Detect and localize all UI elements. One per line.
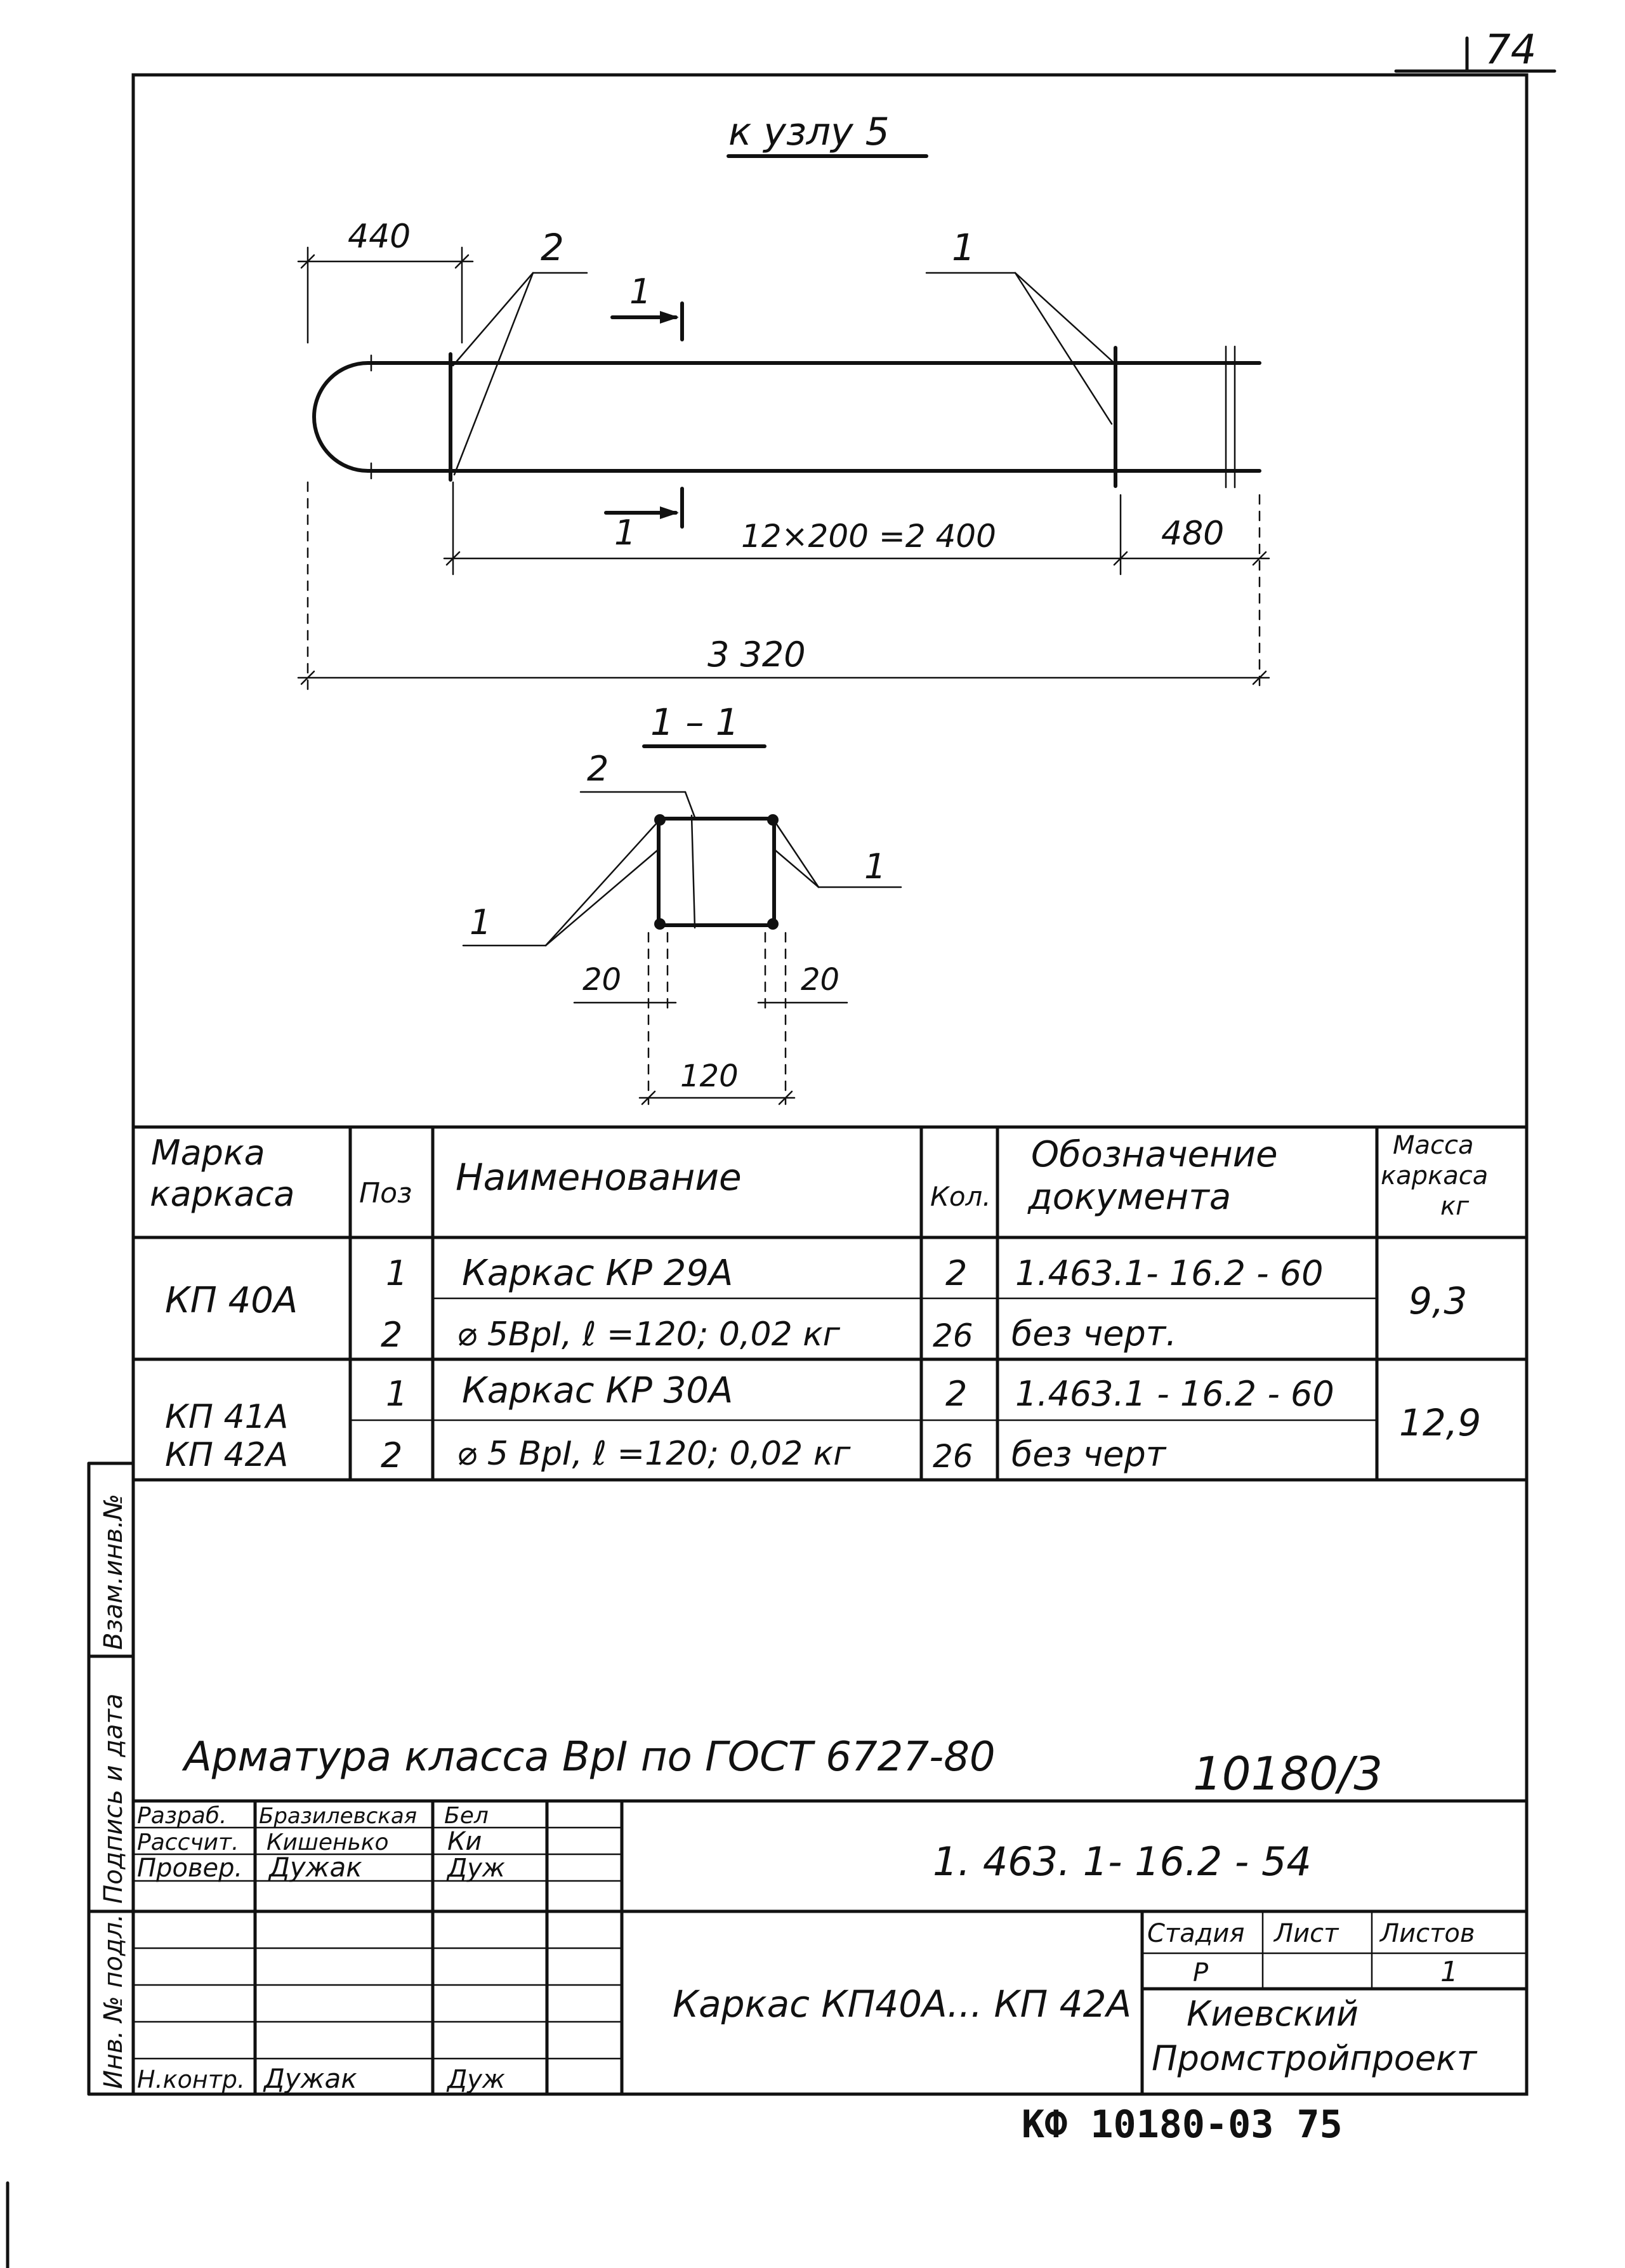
role-3: Провер. [137, 1854, 242, 1883]
title-block: Разраб. Рассчит. Провер. Бразилевская Ки… [131, 1799, 1529, 2096]
cage-plan-view: к узлу 5 2 1 1 1 [297, 110, 1270, 693]
left-strip: Взам.инв.№ Подпись и дата Инв. № подл. [87, 1461, 135, 2096]
sign-2: Ки [447, 1827, 482, 1856]
sheets-label: Листов [1379, 1919, 1475, 1948]
section-1-1: 1 – 1 2 1 1 20 20 120 [462, 701, 902, 1105]
name-2: Кишенько [266, 1830, 389, 1856]
footer-stamp: КФ 10180-03 75 [1022, 2102, 1343, 2147]
stage-label: Стадия [1147, 1919, 1244, 1948]
group1-row1-name: Каркас КР 29А [462, 1253, 733, 1294]
sheet-number-box: 74 [1394, 27, 1556, 74]
header-pos: Поз [359, 1177, 412, 1210]
spec-table: Марка каркаса Поз Наименование Кол. Обоз… [131, 1125, 1529, 1482]
group1-mark: КП 40А [165, 1280, 298, 1321]
group2-row2-pos: 2 [381, 1435, 402, 1475]
section-dim-120: 120 [680, 1058, 739, 1094]
dim-12x200: 12×200 =2 400 [741, 518, 996, 555]
section-dim-20-right: 20 [801, 962, 839, 998]
strip-inv: Инв. № подл. [99, 1914, 128, 2089]
group2-mark-2: КП 42А [165, 1436, 288, 1474]
header-mass-1: Масса [1393, 1131, 1474, 1160]
nkontr-sign: Дуж [446, 2065, 505, 2094]
section-dim-20-left: 20 [582, 962, 621, 998]
group2-row1-pos: 1 [386, 1374, 407, 1414]
name-1: Бразилевская [259, 1803, 417, 1829]
group2-row1-qty: 2 [945, 1374, 967, 1414]
header-qty: Кол. [930, 1181, 991, 1212]
dim-3320: 3 320 [707, 635, 806, 675]
dim-440: 440 [348, 218, 411, 256]
header-doc-2: документа [1027, 1177, 1231, 1218]
group2-mass: 12,9 [1399, 1401, 1481, 1444]
org-line-2: Промстройпроект [1152, 2038, 1478, 2078]
group1-row1-pos: 1 [386, 1253, 407, 1293]
group1-row2-name: ⌀ 5ВрI, ℓ =120; 0,02 кг [457, 1315, 841, 1354]
group1-row1-qty: 2 [945, 1253, 967, 1293]
role-1: Разраб. [137, 1803, 227, 1829]
name-3: Дужак [268, 1852, 362, 1883]
section-callout-1-right: 1 [864, 847, 886, 887]
stage-value: Р [1193, 1958, 1209, 1988]
section-callout-2: 2 [587, 749, 609, 789]
header-mass-2: каркаса [1381, 1161, 1488, 1190]
nkontr-name: Дужак [263, 2063, 357, 2094]
sign-3: Дуж [446, 1854, 505, 1883]
sheet-label: Лист [1273, 1919, 1339, 1948]
dim-480: 480 [1161, 515, 1224, 553]
sign-1: Бел [444, 1803, 489, 1829]
sheet-frame [131, 73, 1529, 2096]
callout-2: 2 [541, 226, 564, 269]
section-mark-bottom: 1 [614, 513, 636, 553]
group1-row1-doc: 1.463.1- 16.2 - 60 [1015, 1253, 1324, 1293]
part-name: Каркас КП40А... КП 42А [673, 1982, 1131, 2026]
designation: 1. 463. 1- 16.2 - 54 [933, 1838, 1312, 1885]
group2-row1-doc: 1.463.1 - 16.2 - 60 [1015, 1374, 1334, 1414]
section-mark-top: 1 [629, 272, 651, 312]
header-mark-2: каркаса [150, 1174, 294, 1214]
section-callout-1-left: 1 [470, 902, 491, 942]
section-title: 1 – 1 [650, 701, 739, 744]
strip-vzam: Взам.инв.№ [99, 1494, 128, 1650]
strip-podpis: Подпись и дата [99, 1694, 128, 1904]
reinforcement-note: Арматура класса ВрI по ГОСТ 6727-80 [181, 1734, 996, 1781]
header-mark-1: Марка [151, 1133, 265, 1173]
callout-1: 1 [952, 226, 975, 269]
nkontr-role: Н.контр. [137, 2066, 245, 2093]
album-code: 10180/3 [1193, 1747, 1383, 1800]
sheet-number: 74 [1485, 27, 1536, 74]
group2-row1-name: Каркас КР 30А [462, 1370, 733, 1411]
group1-row2-qty: 26 [933, 1317, 973, 1354]
group2-row2-doc: без черт [1011, 1434, 1167, 1474]
group2-row2-qty: 26 [933, 1438, 973, 1475]
org-line-1: Киевский [1187, 1994, 1359, 2034]
header-doc-1: Обозначение [1031, 1134, 1278, 1175]
header-mass-3: кг [1440, 1192, 1470, 1221]
role-2: Рассчит. [137, 1830, 239, 1856]
group2-row2-name: ⌀ 5 ВрI, ℓ =120; 0,02 кг [457, 1435, 851, 1473]
sheets-value: 1 [1440, 1956, 1458, 1988]
group1-mass: 9,3 [1409, 1279, 1467, 1322]
group1-row2-doc: без черт. [1011, 1314, 1176, 1354]
group1-row2-pos: 2 [381, 1315, 402, 1355]
view-title: к узлу 5 [728, 110, 890, 154]
header-name: Наименование [456, 1156, 742, 1199]
group2-mark-1: КП 41А [165, 1398, 288, 1436]
